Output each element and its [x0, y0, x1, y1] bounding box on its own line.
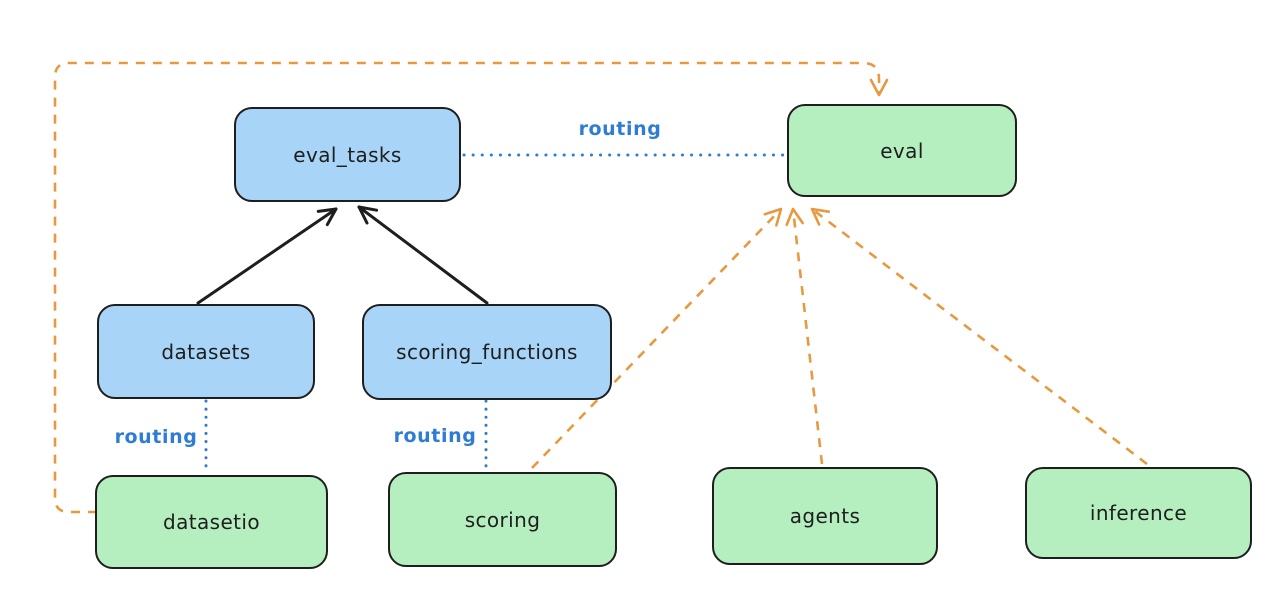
- node-eval: eval: [787, 104, 1017, 197]
- node-scoring-functions-label: scoring_functions: [396, 340, 578, 364]
- node-eval-tasks: eval_tasks: [234, 107, 461, 202]
- node-inference: inference: [1025, 467, 1252, 559]
- node-eval-label: eval: [880, 138, 924, 163]
- node-scoring-functions: scoring_functions: [362, 304, 612, 400]
- edge-inference-to-eval: [810, 207, 1148, 466]
- edge-label-routing-top: routing: [578, 118, 662, 140]
- edge-datasets-to-eval-tasks: [196, 207, 338, 305]
- edge-agents-to-eval: [785, 207, 824, 465]
- node-datasetio: datasetio: [95, 475, 328, 569]
- edge-scoring-functions-to-eval-tasks: [357, 205, 489, 305]
- node-datasetio-label: datasetio: [162, 510, 260, 534]
- node-eval-tasks-label: eval_tasks: [293, 142, 402, 167]
- edge-scoring-to-eval: [531, 207, 783, 469]
- edge-label-routing-mid: routing: [393, 425, 477, 447]
- node-inference-label: inference: [1089, 501, 1188, 525]
- node-datasets: datasets: [97, 304, 315, 399]
- edge-datasetio-to-eval: [53, 61, 889, 514]
- node-datasets-label: datasets: [161, 339, 251, 364]
- node-agents-label: agents: [789, 504, 861, 528]
- node-scoring-label: scoring: [464, 507, 541, 532]
- node-scoring: scoring: [388, 472, 617, 567]
- node-agents: agents: [712, 467, 938, 565]
- edge-label-routing-left: routing: [114, 426, 198, 448]
